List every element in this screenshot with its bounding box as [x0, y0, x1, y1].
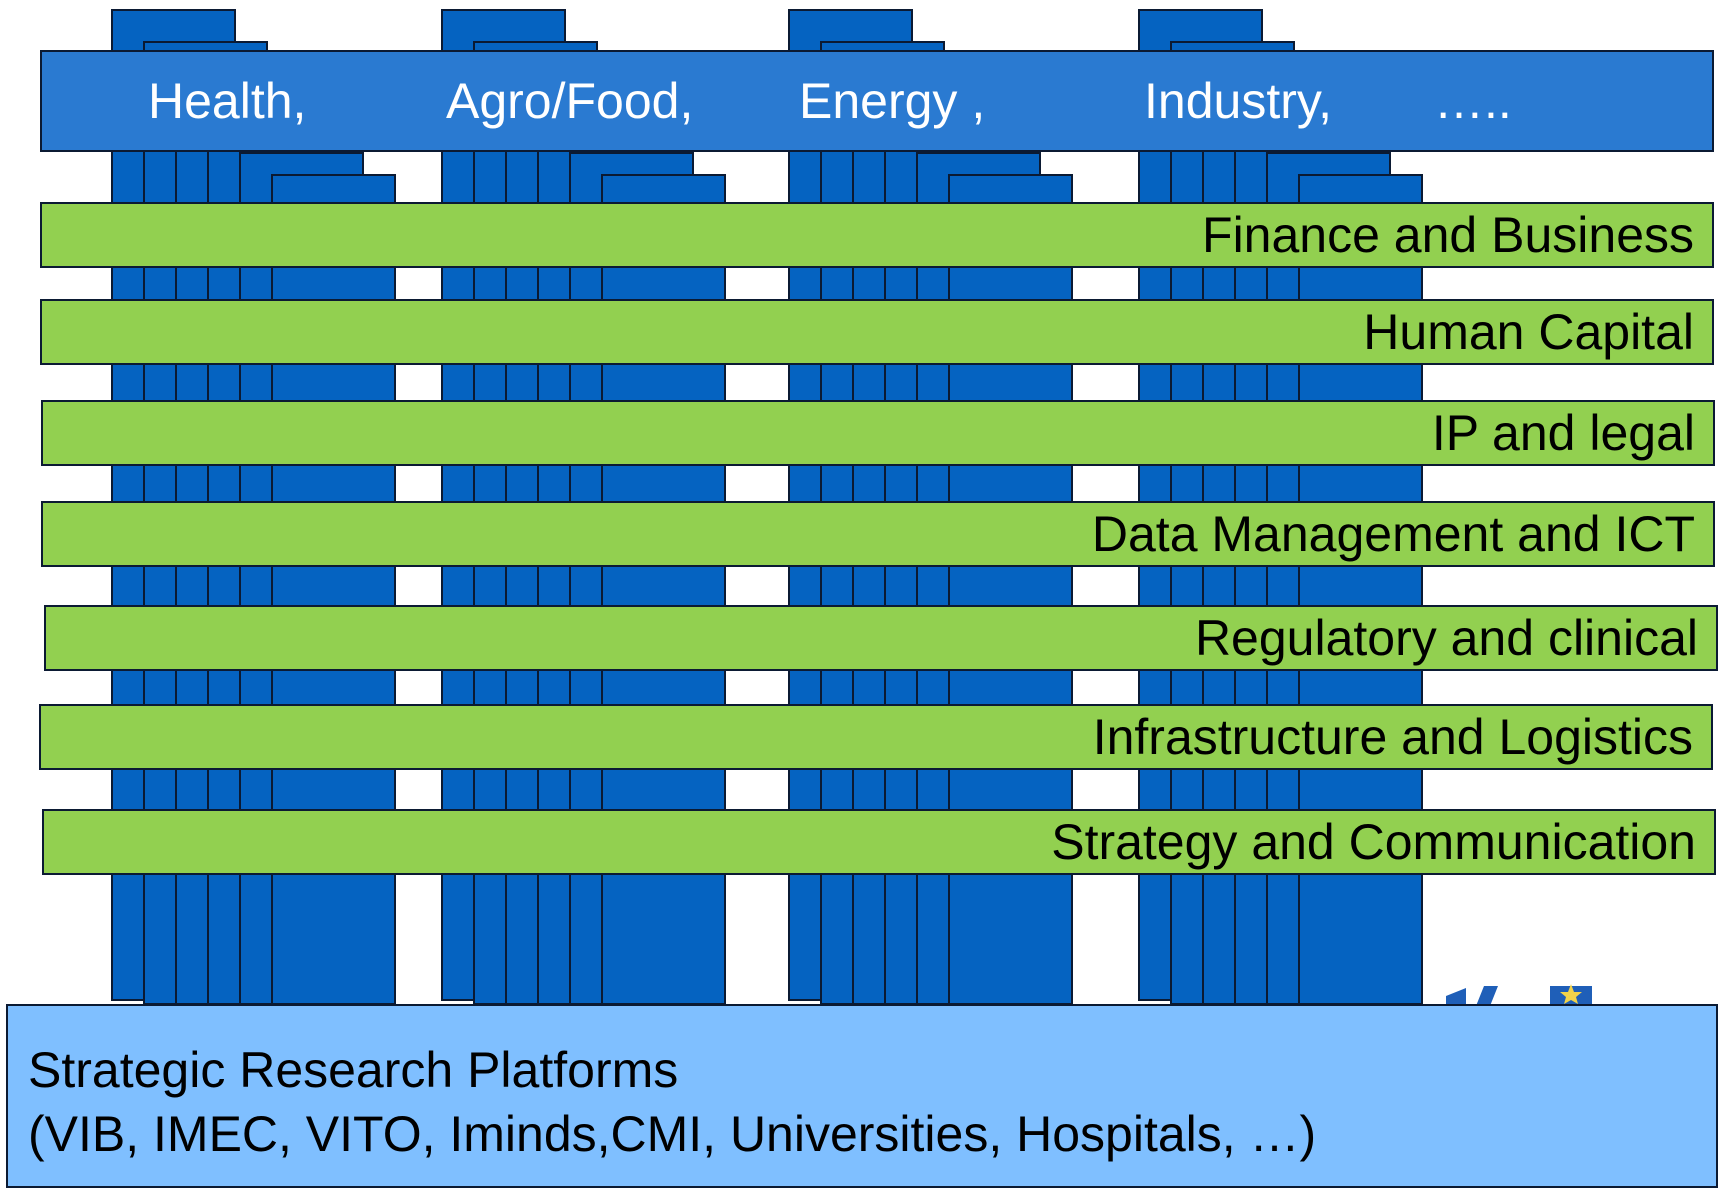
band-infrastructure-and-logistics: Infrastructure and Logistics — [39, 704, 1713, 770]
band-strategy-and-communication: Strategy and Communication — [42, 809, 1716, 875]
sector-banner: Health, Agro/Food, Energy , Industry, ….… — [40, 50, 1714, 152]
strategic-research-platforms: Strategic Research Platforms (VIB, IMEC,… — [6, 1004, 1718, 1188]
sector-label-industry: Industry, — [1144, 73, 1333, 129]
band-finance-and-business: Finance and Business — [40, 202, 1714, 268]
sector-label-more: ….. — [1434, 73, 1512, 129]
band-regulatory-and-clinical: Regulatory and clinical — [44, 605, 1718, 671]
band-human-capital: Human Capital — [40, 299, 1714, 365]
platforms-title: Strategic Research Platforms — [28, 1042, 679, 1098]
sector-label-energy: Energy , — [799, 73, 986, 129]
band-ip-and-legal: IP and legal — [41, 400, 1715, 466]
sector-label-health: Health, — [148, 73, 307, 129]
band-data-management-and-ict: Data Management and ICT — [41, 501, 1715, 567]
platforms-members: (VIB, IMEC, VITO, Iminds,CMI, Universiti… — [28, 1106, 1317, 1162]
sector-label-agro-food: Agro/Food, — [446, 73, 694, 129]
logo-fragment-icon — [1446, 984, 1592, 1006]
